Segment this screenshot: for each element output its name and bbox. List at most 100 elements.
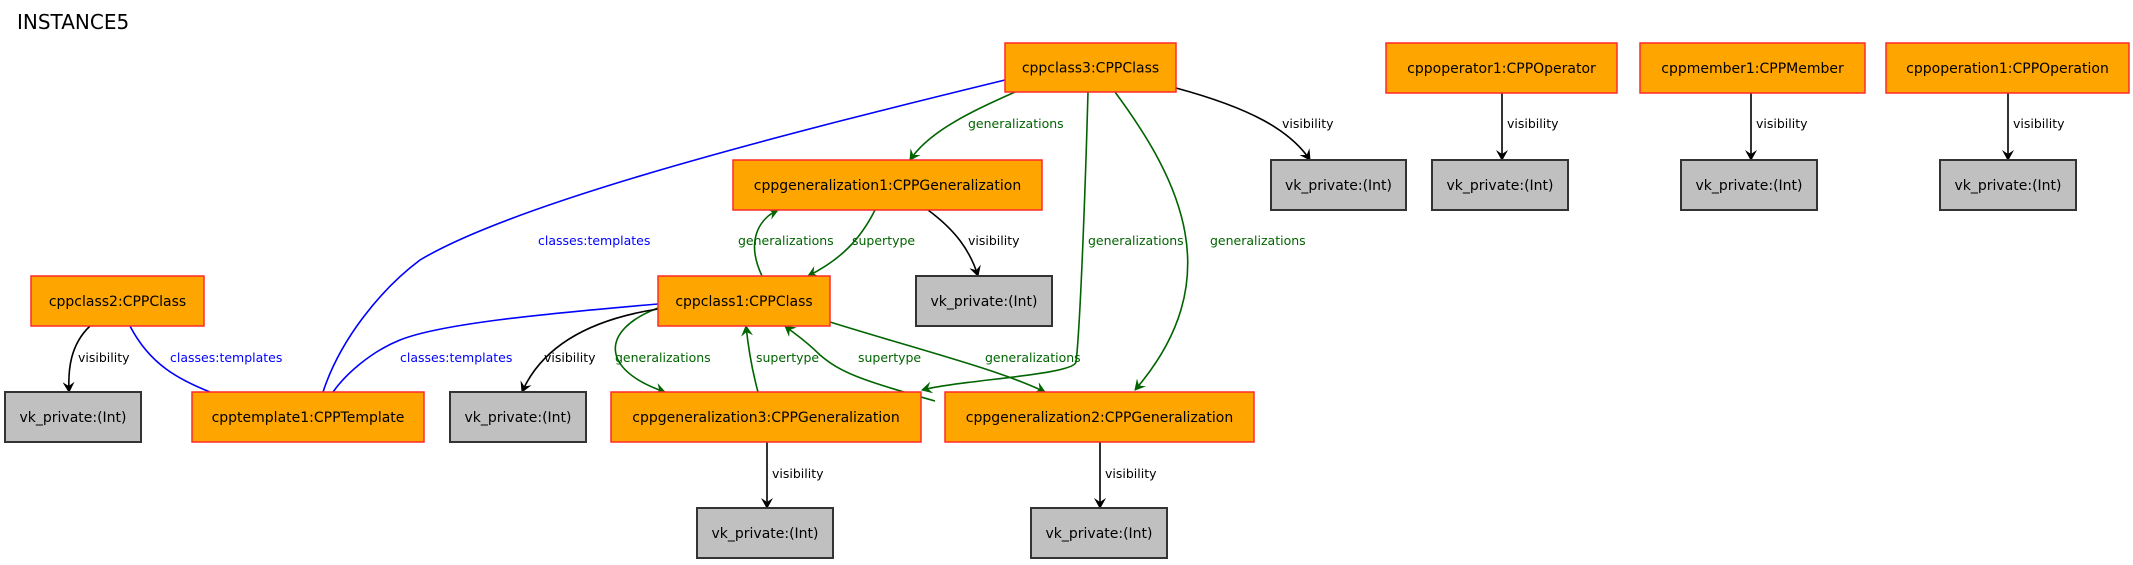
value-box[interactable] [1270,159,1407,211]
node-cpptemplate1[interactable]: cpptemplate1:CPPTemplate [191,391,425,443]
edge-visibility-cppoperation1-to-vk_opn: visibility [2002,93,2065,161]
node-label: cppgeneralization1:CPPGeneralization [754,178,1021,194]
edge-line [784,325,936,402]
edge-visibility-cppoperator1-to-vk_op: visibility [1496,93,1559,161]
node-label: vk_private:(Int) [930,294,1037,310]
node-label: cppoperator1:CPPOperator [1407,61,1596,77]
node-cppclass2[interactable]: cppclass2:CPPClass [30,275,205,327]
edge-label: generalizations [1088,233,1184,248]
node-vk_g2[interactable]: vk_private:(Int) [1030,507,1168,559]
edge-generalization-cppgen2-to-cppclass1: supertype [784,325,936,402]
node-label: cppgeneralization2:CPPGeneralization [966,410,1233,426]
node-vk_c1[interactable]: vk_private:(Int) [449,391,587,443]
object-box[interactable] [1885,42,2130,94]
node-label: cppgeneralization3:CPPGeneralization [632,410,899,426]
node-cppoperation1[interactable]: cppoperation1:CPPOperation [1885,42,2130,94]
node-vk_opn[interactable]: vk_private:(Int) [1939,159,2077,211]
edge-generalization-cppclass3-to-cppgen1: generalizations [909,91,1064,161]
node-label: vk_private:(Int) [19,410,126,426]
node-vk_mem[interactable]: vk_private:(Int) [1680,159,1818,211]
node-label: vk_private:(Int) [464,410,571,426]
edge-label: visibility [1756,116,1808,131]
edge-generalization-cppgen1-to-cppclass1: supertype [807,209,915,277]
node-vk_g1[interactable]: vk_private:(Int) [915,275,1053,327]
edge-label: visibility [1282,116,1334,131]
edge-line [807,209,876,277]
node-label: cppclass2:CPPClass [49,294,186,310]
value-box[interactable] [1939,159,2077,211]
edge-label: generalizations [968,116,1064,131]
edge-label: generalizations [615,350,711,365]
object-box[interactable] [30,275,205,327]
edge-line [1175,87,1311,161]
edge-label: visibility [772,466,824,481]
edge-line [753,208,779,277]
edge-label: classes:templates [400,350,512,365]
edge-template-cppclass3-to-cpptemplate1: classes:templates [322,79,1006,393]
object-box[interactable] [1004,42,1177,93]
object-box[interactable] [657,275,831,327]
edge-visibility-cppgen1-to-vk_g1: visibility [927,209,1020,277]
node-label: cpptemplate1:CPPTemplate [212,410,405,426]
edge-visibility-cppclass2-to-vk_c2: visibility [62,325,130,393]
edge-label: visibility [968,233,1020,248]
value-box[interactable] [1680,159,1818,211]
node-cppgen1[interactable]: cppgeneralization1:CPPGeneralization [732,159,1043,211]
value-box[interactable] [449,391,587,443]
edge-template-cppclass2-to-cpptemplate1: classes:templates [129,325,282,393]
object-box[interactable] [1639,42,1866,94]
node-cppmember1[interactable]: cppmember1:CPPMember [1639,42,1866,94]
edge-generalization-cppclass3-to-cppgen2: generalizations [1114,91,1306,391]
node-label: vk_private:(Int) [1695,178,1802,194]
edge-visibility-cppgen3-to-vk_g3: visibility [761,442,824,509]
edge-label: visibility [2013,116,2065,131]
edge-line [614,307,666,395]
edge-label: generalizations [738,233,834,248]
node-cppgen3[interactable]: cppgeneralization3:CPPGeneralization [610,391,922,443]
value-box[interactable] [1030,507,1168,559]
node-label: cppmember1:CPPMember [1661,61,1844,77]
edge-line [520,308,659,393]
edge-label: visibility [78,350,130,365]
edge-generalization-cppclass3-to-cppgen3: generalizations [921,91,1184,394]
node-vk_op[interactable]: vk_private:(Int) [1431,159,1569,211]
edge-template-cppclass1-to-cpptemplate1: classes:templates [332,303,659,393]
edge-label: generalizations [985,350,1081,365]
edge-line [741,325,759,393]
edge-generalization-cppgen3-to-cppclass1: supertype [741,325,819,393]
edge-visibility-cppmember1-to-vk_mem: visibility [1745,93,1808,161]
value-box[interactable] [1431,159,1569,211]
node-cppgen2[interactable]: cppgeneralization2:CPPGeneralization [944,391,1255,443]
object-box[interactable] [944,391,1255,443]
edge-label: classes:templates [170,350,282,365]
node-label: vk_private:(Int) [1446,178,1553,194]
edge-line [909,91,1016,161]
edge-visibility-cppclass1-to-vk_c1: visibility [520,308,659,393]
edge-label: visibility [1507,116,1559,131]
node-cppoperator1[interactable]: cppoperator1:CPPOperator [1385,42,1618,94]
diagram-title: INSTANCE5 [17,10,130,34]
value-box[interactable] [696,507,834,559]
node-cppclass1[interactable]: cppclass1:CPPClass [657,275,831,327]
edge-line [62,325,91,393]
edge-line [322,79,1006,393]
value-box[interactable] [4,391,142,443]
node-label: vk_private:(Int) [711,526,818,542]
edge-label: supertype [858,350,921,365]
node-label: vk_private:(Int) [1045,526,1152,542]
node-label: vk_private:(Int) [1285,178,1392,194]
node-vk_c2[interactable]: vk_private:(Int) [4,391,142,443]
object-box[interactable] [191,391,425,443]
node-cppclass3[interactable]: cppclass3:CPPClass [1004,42,1177,93]
object-box[interactable] [610,391,922,443]
object-box[interactable] [732,159,1043,211]
edge-label: classes:templates [538,233,650,248]
node-label: cppclass3:CPPClass [1022,61,1159,77]
node-label: vk_private:(Int) [1954,178,2061,194]
node-vk_g3[interactable]: vk_private:(Int) [696,507,834,559]
value-box[interactable] [915,275,1053,327]
node-vk_c3[interactable]: vk_private:(Int) [1270,159,1407,211]
edge-line [332,303,659,393]
object-box[interactable] [1385,42,1618,94]
